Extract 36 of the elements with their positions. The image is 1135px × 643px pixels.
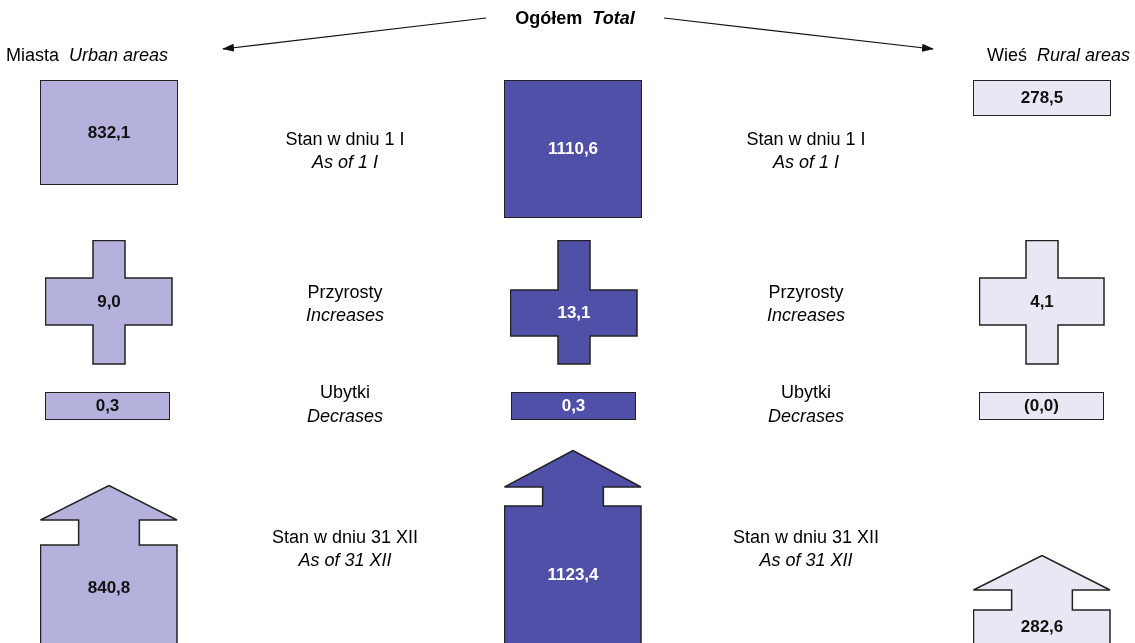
- row-label: Przyrosty: [768, 281, 844, 303]
- value-box: (0,0): [979, 392, 1104, 420]
- heading-text: Wieś: [986, 45, 1027, 65]
- heading-text: Ogółem: [515, 8, 583, 28]
- row-label-translation: As of 31 XII: [298, 549, 392, 571]
- heading-translation: Urban areas: [69, 45, 169, 65]
- row-label-translation: Decrases: [307, 405, 383, 427]
- row-label: Stan w dniu 31 XII: [732, 526, 880, 548]
- row-label-translation: Decrases: [768, 405, 844, 427]
- row-label-translation: As of 1 I: [312, 151, 378, 173]
- row-label: Stan w dniu 1 I: [285, 128, 405, 150]
- value-box: 0,3: [45, 392, 170, 420]
- value-box: 278,5: [973, 80, 1111, 116]
- row-label: Stan w dniu 31 XII: [271, 526, 419, 548]
- value-label: 4,1: [1030, 291, 1054, 312]
- row-label-translation: As of 31 XII: [759, 549, 853, 571]
- value-label: 9,0: [97, 291, 121, 312]
- value-box: 832,1: [40, 80, 178, 185]
- value-label: 840,8: [87, 578, 131, 598]
- heading-translation: Total: [592, 8, 635, 28]
- heading-text: Miasta: [6, 45, 59, 65]
- value-label: 282,6: [1020, 617, 1064, 637]
- row-label: Stan w dniu 1 I: [746, 128, 866, 150]
- value-label: 1123,4: [547, 565, 599, 585]
- row-label-translation: Increases: [306, 304, 384, 326]
- row-label: Ubytki: [320, 381, 370, 403]
- row-label: Przyrosty: [307, 281, 383, 303]
- arrow: [663, 17, 934, 52]
- heading-translation: Rural areas: [1036, 45, 1130, 65]
- row-label-translation: As of 1 I: [773, 151, 839, 173]
- value-box: 0,3: [511, 392, 636, 420]
- value-label: 13,1: [557, 303, 591, 323]
- row-label-translation: Increases: [767, 304, 845, 326]
- arrow: [222, 17, 487, 52]
- value-box: 1110,6: [504, 80, 642, 218]
- row-label: Ubytki: [781, 381, 831, 403]
